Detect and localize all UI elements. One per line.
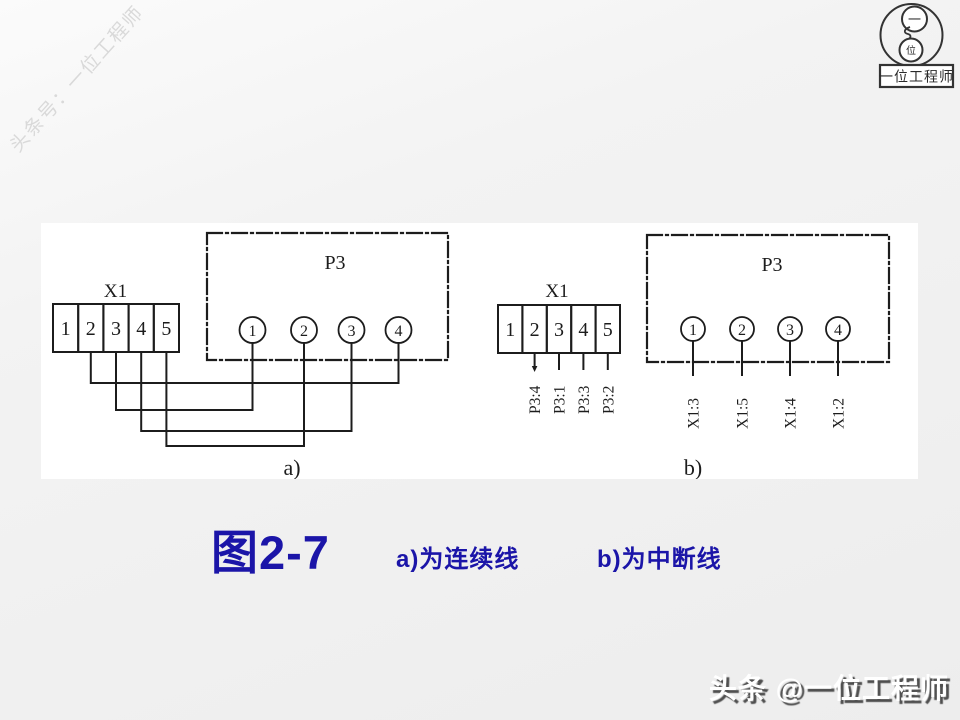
diagram-b-pins [680, 316, 851, 342]
wire-x1-4-to-p3-3 [140, 342, 353, 432]
brand-logo-graphic: 一 位 一位工程师 [878, 3, 955, 89]
figure-note-b: b)为中断线 [597, 546, 722, 573]
diagram-a: X1 1 2 3 4 5 P3 [52, 231, 450, 480]
diagram-a-device-label: P3 [324, 252, 345, 274]
footer-badge: 头条 @一位工程师 [708, 673, 949, 704]
diagram-b-block-label: X1 [545, 281, 568, 302]
pin-number: 3 [348, 323, 356, 340]
terminal-wire-label: P3:2 [600, 386, 617, 414]
logo-top-char: 一 [908, 12, 921, 27]
terminal-number: 5 [603, 319, 613, 341]
figure-canvas: X1 1 2 3 4 5 P3 [41, 223, 918, 480]
pin-wire-label: X1:4 [783, 398, 800, 429]
pin-number: 2 [300, 323, 308, 340]
figure-note-a: a)为连续线 [396, 546, 520, 573]
terminal-wire-label: P3:1 [552, 386, 569, 414]
pin-number: 2 [738, 322, 746, 339]
logo-name-label: 一位工程师 [879, 70, 954, 86]
wire-stub-arrow-icon [531, 366, 538, 372]
watermark-text: 头条号：一位工程师 [6, 2, 149, 157]
terminal-number: 1 [505, 319, 515, 341]
terminal-number: 4 [578, 319, 588, 341]
terminal-number: 5 [161, 318, 171, 340]
device-boundary-box [645, 233, 891, 364]
pin-wire-label: X1:2 [831, 398, 848, 429]
pin-wire-label: X1:5 [735, 398, 752, 429]
logo-bottom-circle-icon [898, 37, 924, 63]
pin-number: 1 [689, 322, 697, 339]
diagram-b-device-label: P3 [761, 254, 782, 276]
logo-top-circle-icon [901, 5, 928, 33]
pin-wire-label: X1:3 [686, 398, 703, 429]
pin-number: 4 [395, 323, 403, 340]
diagram-b-terminal-stubs [533, 352, 609, 370]
diagram-b-caption: b) [684, 455, 702, 479]
logo-name-box [878, 63, 955, 89]
terminal-wire-label: P3:4 [527, 385, 544, 414]
diagram-a-block-label: X1 [104, 281, 127, 302]
wiring-diagrams: X1 1 2 3 4 5 P3 [52, 231, 891, 480]
terminal-number: 2 [86, 318, 96, 340]
brand-logo: 一 位 一位工程师 [858, 0, 958, 100]
diagram-a-caption: a) [283, 455, 300, 479]
wire-x1-5-to-p3-2 [165, 342, 305, 447]
figure-number: 图2-7 [211, 526, 330, 579]
terminal-number: 2 [530, 319, 540, 341]
logo-bottom-char: 位 [906, 44, 916, 57]
diagram-a-pins [238, 316, 413, 344]
pin-number: 1 [249, 323, 257, 340]
diagram-b: X1 1 2 3 4 5 [497, 233, 891, 480]
pin-number: 3 [786, 322, 794, 339]
diagram-a-wires [89, 342, 400, 447]
terminal-number: 1 [61, 318, 71, 340]
terminal-wire-label: P3:3 [576, 385, 593, 414]
wire-x1-2-to-p3-4 [89, 342, 400, 384]
pin-number: 4 [834, 322, 842, 339]
terminal-number: 3 [554, 319, 564, 341]
terminal-number: 3 [111, 318, 121, 340]
terminal-number: 4 [136, 318, 146, 340]
wire-x1-3-to-p3-1 [115, 342, 254, 411]
device-boundary-box [205, 231, 450, 362]
diagram-b-pin-stubs [692, 340, 839, 376]
